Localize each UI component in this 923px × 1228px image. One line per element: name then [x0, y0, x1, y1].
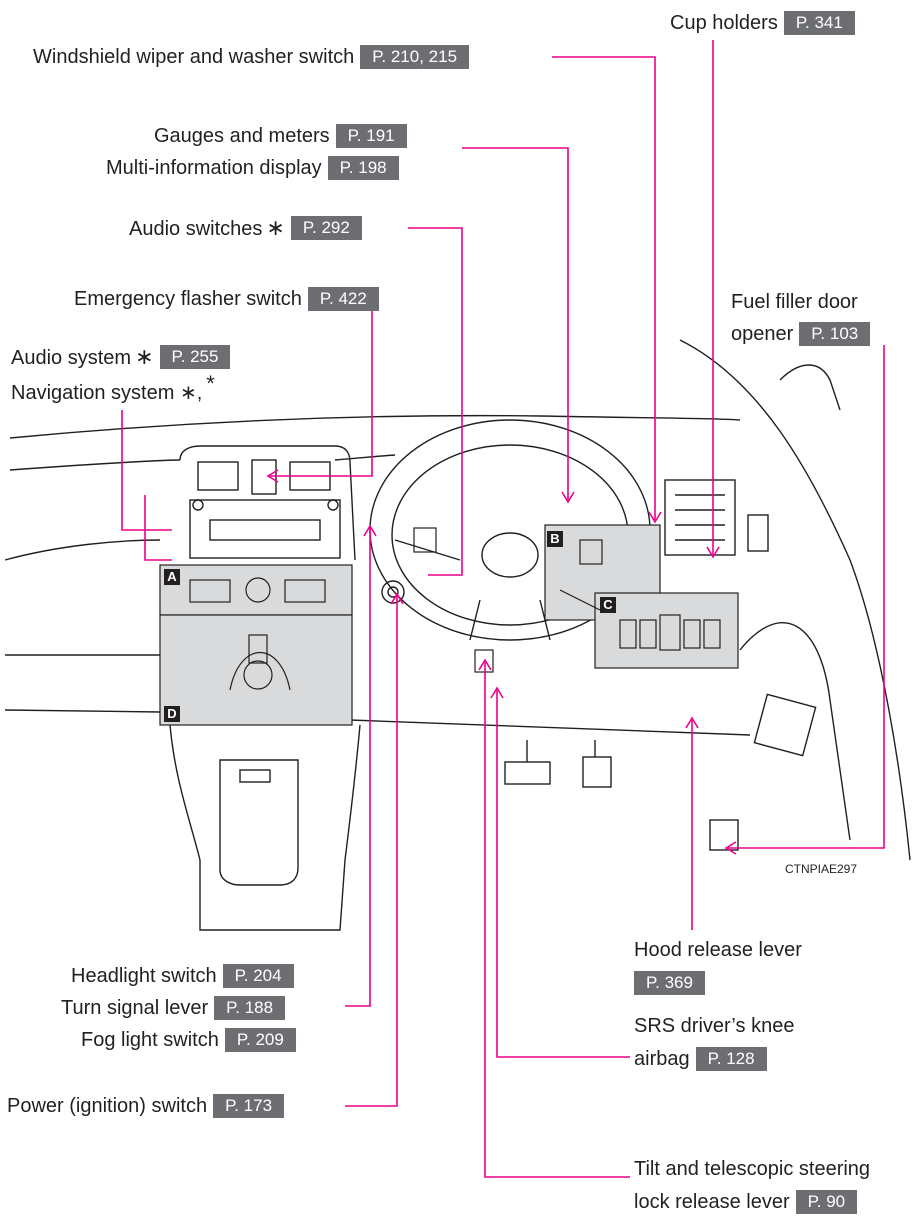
tilt-label-line1: Tilt and telescopic steering	[634, 1157, 870, 1181]
hood-label-line1: Hood release lever	[634, 938, 802, 962]
emergency-page-ref[interactable]: P. 422	[308, 287, 379, 311]
emergency-label: Emergency flasher switch P. 422	[74, 287, 379, 311]
image-code: CTNPIAE297	[785, 862, 857, 876]
nav-text: Navigation system ∗,	[11, 382, 202, 404]
tilt-page-ref[interactable]: P. 90	[796, 1190, 858, 1214]
leader-fuel	[728, 345, 884, 848]
power-text: Power (ignition) switch	[7, 1095, 207, 1117]
nav-star: *	[206, 371, 215, 396]
emergency-text: Emergency flasher switch	[74, 288, 302, 310]
power-label: Power (ignition) switch P. 173	[7, 1094, 284, 1118]
fog-text: Fog light switch	[81, 1029, 219, 1051]
power-page-ref[interactable]: P. 173	[213, 1094, 284, 1118]
badge-b: B	[547, 531, 563, 547]
fog-label: Fog light switch P. 209	[81, 1028, 296, 1052]
wiper-page-ref[interactable]: P. 210, 215	[360, 45, 469, 69]
audio-system-page-ref[interactable]: P. 255	[160, 345, 231, 369]
leader-audio-sw	[408, 228, 462, 575]
headlight-text: Headlight switch	[71, 965, 217, 987]
fuel-label-line2: opener P. 103	[731, 322, 870, 346]
tilt-label-line2: lock release lever P. 90	[634, 1190, 857, 1214]
knee-page-ref[interactable]: P. 128	[696, 1047, 767, 1071]
badge-a: A	[164, 569, 180, 585]
nav-label: Navigation system ∗,*	[11, 380, 215, 405]
tilt-text: lock release lever	[634, 1191, 790, 1213]
audio-switches-page-ref[interactable]: P. 292	[291, 216, 362, 240]
knee-text: airbag	[634, 1048, 690, 1070]
gauges-label: Gauges and meters P. 191	[154, 124, 407, 148]
audio-switches-label: Audio switches∗ P. 292	[129, 216, 362, 241]
hood-label-line2: P. 369	[634, 971, 705, 995]
headlight-page-ref[interactable]: P. 204	[223, 964, 294, 988]
audio-switches-text: Audio switches	[129, 218, 262, 240]
turn-label: Turn signal lever P. 188	[61, 996, 285, 1020]
cup-page-ref[interactable]: P. 341	[784, 11, 855, 35]
audio-system-text: Audio system	[11, 347, 131, 369]
wiper-text: Windshield wiper and washer switch	[33, 46, 354, 68]
leader-tilt	[485, 662, 630, 1177]
turn-text: Turn signal lever	[61, 997, 208, 1019]
headlight-label: Headlight switch P. 204	[71, 964, 294, 988]
cup-label: Cup holders P. 341	[670, 11, 855, 35]
leader-knee	[497, 690, 630, 1057]
multi-page-ref[interactable]: P. 198	[328, 156, 399, 180]
wiper-label: Windshield wiper and washer switch P. 210…	[33, 45, 469, 69]
badge-d: D	[164, 706, 180, 722]
leader-audio-sys	[122, 410, 172, 560]
turn-page-ref[interactable]: P. 188	[214, 996, 285, 1020]
gauges-page-ref[interactable]: P. 191	[336, 124, 407, 148]
hood-page-ref[interactable]: P. 369	[634, 971, 705, 995]
fuel-label-line1: Fuel filler door	[731, 290, 858, 314]
knee-label-line2: airbag P. 128	[634, 1047, 767, 1071]
gauges-text: Gauges and meters	[154, 125, 330, 147]
leader-emergency	[270, 309, 372, 476]
multi-text: Multi-information display	[106, 157, 322, 179]
knee-label-line1: SRS driver’s knee	[634, 1014, 794, 1038]
leader-gauges	[462, 148, 568, 500]
fuel-text: opener	[731, 323, 793, 345]
fuel-page-ref[interactable]: P. 103	[799, 322, 870, 346]
audio-system-label: Audio system∗ P. 255	[11, 345, 230, 370]
fog-page-ref[interactable]: P. 209	[225, 1028, 296, 1052]
audio-system-star: ∗	[135, 344, 153, 369]
cup-text: Cup holders	[670, 12, 778, 34]
leader-power	[345, 596, 397, 1106]
multi-label: Multi-information display P. 198	[106, 156, 399, 180]
audio-switches-star: ∗	[266, 215, 284, 240]
badge-c: C	[600, 597, 616, 613]
